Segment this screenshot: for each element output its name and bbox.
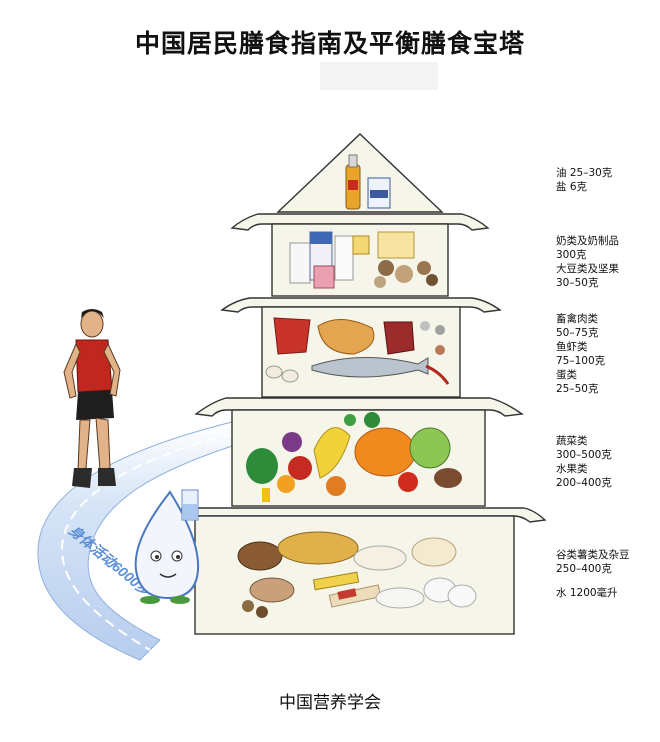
water-drop-mascot bbox=[134, 489, 200, 604]
tier-veg-roof bbox=[194, 397, 524, 417]
dairy-soy-food bbox=[289, 231, 438, 289]
title-underbar bbox=[320, 62, 438, 90]
oil-salt-food bbox=[345, 154, 391, 210]
label-vegetable-fruit: 蔬菜类 300–500克 水果类 200–400克 bbox=[556, 435, 612, 489]
label-grains-water: 谷类薯类及杂豆 250–400克 水 1200毫升 bbox=[556, 549, 630, 599]
label-meat-fish-egg: 畜禽肉类 50–75克 鱼虾类 75–100克 蛋类 25–50克 bbox=[556, 313, 606, 395]
grains-food bbox=[237, 531, 477, 618]
tier-dairy-roof bbox=[230, 213, 490, 231]
vegetable-fruit-food bbox=[246, 412, 462, 502]
runner-figure bbox=[63, 309, 121, 488]
footer-credit: 中国营养学会 bbox=[279, 693, 381, 713]
label-oil-salt: 油 25–30克 盐 6克 bbox=[556, 167, 613, 193]
label-dairy-soy: 奶类及奶制品 300克 大豆类及坚果 30–50克 bbox=[556, 235, 619, 289]
tier-meat-roof bbox=[220, 297, 502, 313]
page-title: 中国居民膳食指南及平衡膳食宝塔 bbox=[134, 29, 525, 58]
meat-fish-egg-food bbox=[265, 317, 450, 385]
